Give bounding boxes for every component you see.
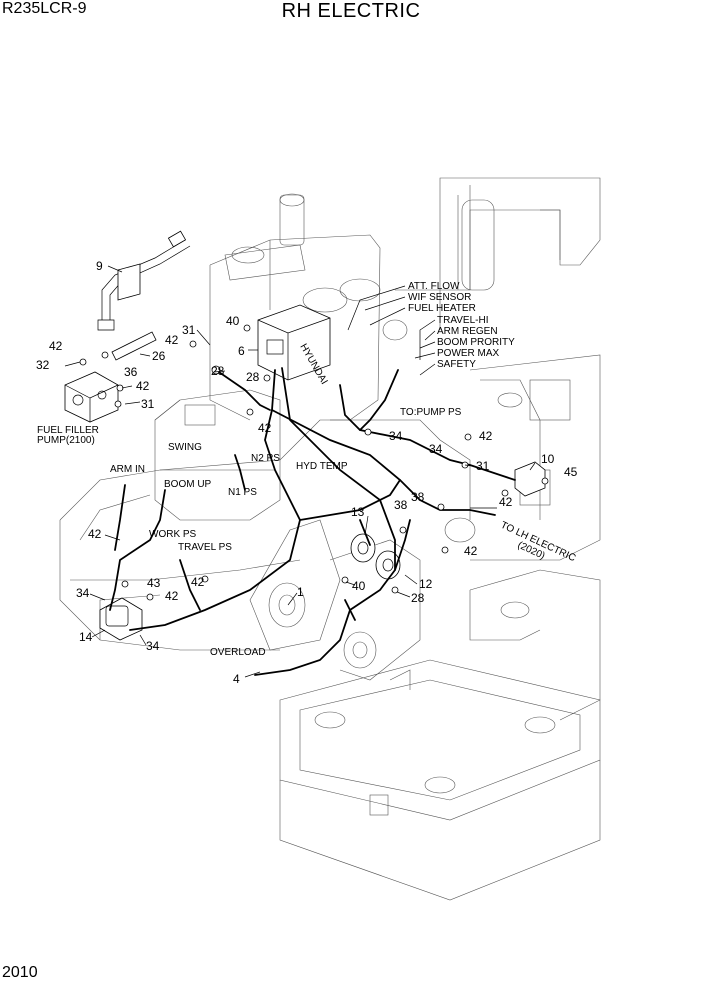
ecu-controller: HYUNDAI: [257, 304, 331, 386]
label-to-pump-ps: TO:PUMP PS: [400, 407, 462, 418]
callout-40: 40: [352, 579, 366, 593]
label-fuel-heater: FUEL HEATER: [408, 303, 476, 314]
label-work-ps: WORK PS: [149, 529, 197, 540]
page-title: RH ELECTRIC: [281, 0, 421, 22]
callout-34: 34: [76, 586, 90, 600]
callout-31: 31: [476, 459, 490, 473]
wiring-harness: [109, 367, 516, 676]
callout-6: 6: [238, 344, 245, 358]
callout-14: 14: [79, 630, 93, 644]
label-att-flow: ATT. FLOW: [408, 281, 460, 292]
label-power-max: POWER MAX: [437, 348, 500, 359]
label-boom-up: BOOM UP: [164, 479, 212, 490]
harness-labels: ATT. FLOW WIF SENSOR FUEL HEATER TRAVEL-…: [37, 281, 577, 658]
callout-26: 26: [152, 349, 166, 363]
callout-34: 34: [429, 442, 443, 456]
callout-9: 9: [96, 259, 103, 273]
callout-42: 42: [499, 495, 513, 509]
fuel-filler-pump: [64, 371, 119, 423]
page-number: 2010: [2, 964, 38, 981]
label-boom-priority: BOOM PRORITY: [437, 337, 515, 348]
model-number: R235LCR-9: [2, 0, 87, 17]
connectors: [79, 324, 549, 601]
callout-31: 31: [182, 323, 196, 337]
callout-34: 34: [146, 639, 160, 653]
callout-1: 1: [297, 585, 304, 599]
upper-frame-outline: [59, 177, 601, 901]
callout-42: 42: [165, 333, 179, 347]
callout-38: 38: [411, 490, 425, 504]
label-fuel-filler: FUEL FILLER: [37, 425, 99, 436]
callout-42: 42: [136, 379, 150, 393]
callout-42: 42: [88, 527, 102, 541]
callout-13: 13: [351, 505, 365, 519]
leader-lines: [64, 265, 536, 678]
label-n1-ps: N1 PS: [228, 487, 257, 498]
label-fuel-filler-pump: PUMP(2100): [37, 435, 95, 446]
callout-4: 4: [233, 672, 240, 686]
callout-43: 43: [147, 576, 161, 590]
callout-42: 42: [49, 339, 63, 353]
callout-42: 42: [165, 589, 179, 603]
callout-42: 42: [464, 544, 478, 558]
callout-28: 28: [246, 370, 260, 384]
relay-10: [514, 461, 546, 497]
part-callouts: 9 40 31 42 26 32 42 36 42 31 28 6 28 42 …: [36, 259, 578, 686]
callout-12: 12: [419, 577, 433, 591]
work-lamp-14: [99, 597, 143, 641]
callout-28: 28: [411, 591, 425, 605]
callout-42: 42: [258, 421, 272, 435]
callout-36: 36: [124, 365, 138, 379]
horn-13: [350, 533, 376, 563]
label-overload: OVERLOAD: [210, 647, 266, 658]
label-wif-sensor: WIF SENSOR: [408, 292, 471, 303]
callout-42: 42: [191, 575, 205, 589]
label-arm-in: ARM IN: [110, 464, 145, 475]
callout-34: 34: [389, 429, 403, 443]
fuel-hose: [97, 230, 191, 331]
label-travel-hi: TRAVEL-HI: [437, 315, 489, 326]
label-arm-regen: ARM REGEN: [437, 326, 498, 337]
callout-45: 45: [564, 465, 578, 479]
callout-31: 31: [141, 397, 155, 411]
label-n2-ps: N2 PS: [251, 453, 280, 464]
label-hyd-temp: HYD TEMP: [296, 461, 348, 472]
label-safety: SAFETY: [437, 359, 476, 370]
callout-32: 32: [36, 358, 50, 372]
label-travel-ps: TRAVEL PS: [178, 542, 232, 553]
callout-38: 38: [394, 498, 408, 512]
callout-42: 42: [479, 429, 493, 443]
callout-28: 28: [211, 364, 225, 378]
label-swing: SWING: [168, 442, 202, 453]
callout-10: 10: [541, 452, 555, 466]
callout-40: 40: [226, 314, 240, 328]
fuel-pipe-26: [111, 331, 157, 361]
